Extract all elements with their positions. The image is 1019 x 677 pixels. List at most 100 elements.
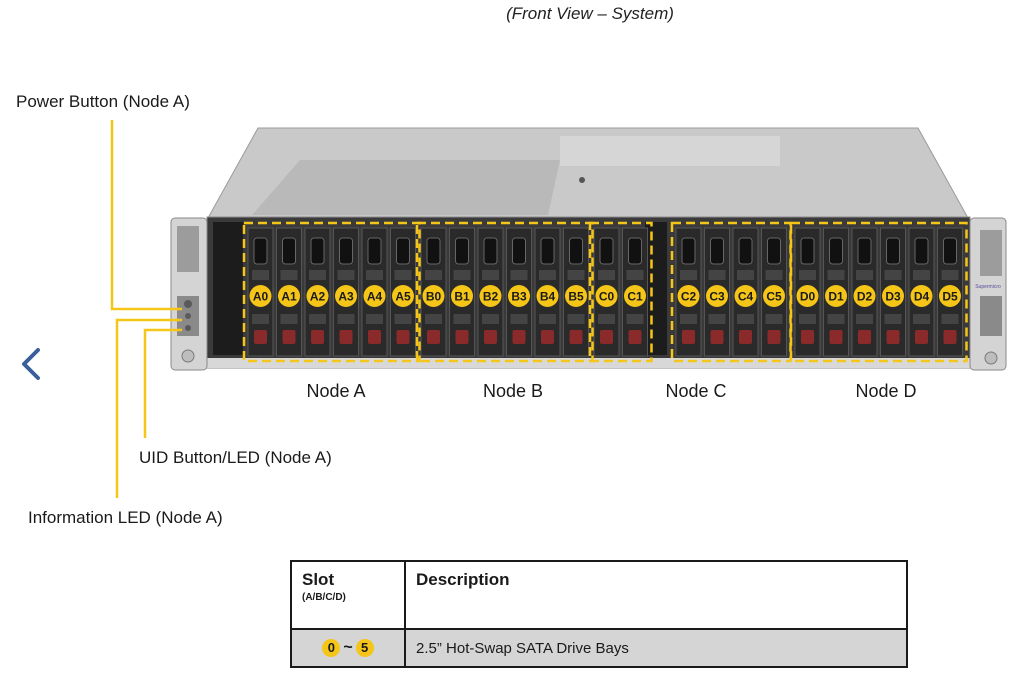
- slot-badge-label: C2: [681, 290, 697, 304]
- drive-bay-a1[interactable]: A1: [276, 227, 302, 357]
- drive-bay-a2[interactable]: A2: [304, 227, 331, 357]
- drive-release-button[interactable]: [801, 330, 814, 344]
- drive-release-button[interactable]: [484, 330, 497, 344]
- drive-release-button[interactable]: [682, 330, 695, 344]
- slot-badge: [882, 285, 904, 307]
- slot-header-sub: (A/B/C/D): [302, 592, 346, 603]
- slot-badge-label: C5: [766, 290, 782, 304]
- drive-release-button[interactable]: [569, 330, 583, 344]
- drive-bay-c1[interactable]: C1: [622, 227, 648, 357]
- slot-badge: [363, 285, 386, 307]
- drive-bay-b1[interactable]: B1: [449, 227, 475, 357]
- drive-release-button[interactable]: [427, 330, 440, 344]
- drive-release-button[interactable]: [396, 330, 410, 344]
- slot-badge: [249, 285, 272, 307]
- description-header: Description: [404, 560, 908, 630]
- slot-badge: [734, 285, 757, 307]
- drive-bay-a5[interactable]: A5: [390, 227, 416, 357]
- drive-release-button[interactable]: [943, 330, 957, 344]
- drive-release-button[interactable]: [858, 330, 871, 344]
- slot-badge-label: C0: [599, 290, 615, 304]
- slot-badge-label: C1: [627, 290, 643, 304]
- drive-release-button[interactable]: [455, 330, 469, 344]
- power-leader: [110, 120, 182, 311]
- drive-bay-b2[interactable]: B2: [477, 227, 504, 357]
- drive-bay-b3[interactable]: B3: [506, 227, 532, 357]
- slot-badge: [939, 285, 961, 307]
- node-outline: [789, 221, 968, 363]
- slot-badge: [910, 285, 933, 307]
- drive-bay-a3[interactable]: A3: [333, 227, 359, 357]
- slot-badge-label: D1: [828, 290, 844, 304]
- back-button[interactable]: [8, 338, 48, 388]
- slot-badge: [508, 285, 530, 307]
- node-outline: [670, 221, 792, 363]
- drive-release-button[interactable]: [339, 330, 353, 344]
- drive-bay-c2[interactable]: C2: [675, 227, 702, 357]
- slot-range-separator: ~: [343, 639, 353, 656]
- drive-bay-c4[interactable]: C4: [732, 227, 759, 357]
- slot-badge: [451, 285, 473, 307]
- slot-badge: [595, 285, 618, 307]
- drive-release-button[interactable]: [739, 330, 752, 344]
- drive-release-button[interactable]: [282, 330, 296, 344]
- drive-release-button[interactable]: [600, 330, 613, 344]
- chevron-left-icon: [22, 348, 40, 380]
- drive-bay-d3[interactable]: D3: [880, 227, 906, 357]
- slot-range-end: 5: [355, 639, 374, 657]
- drive-release-button[interactable]: [311, 330, 324, 344]
- uid-button[interactable]: [185, 325, 191, 331]
- uid-leader: [143, 328, 182, 438]
- slot-badge-label: A2: [310, 290, 326, 304]
- drive-bay-d2[interactable]: D2: [851, 227, 878, 357]
- drive-bay-d4[interactable]: D4: [908, 227, 935, 357]
- node-b-label: Node B: [482, 381, 544, 401]
- slot-description-cell: 2.5” Hot-Swap SATA Drive Bays: [404, 628, 908, 668]
- drive-bay-b4[interactable]: B4: [534, 227, 561, 357]
- slot-badge-label: B4: [540, 290, 556, 304]
- drive-bay-c5[interactable]: C5: [761, 227, 787, 357]
- node-outline: [242, 221, 421, 363]
- info-led: [185, 313, 191, 319]
- slot-badge-label: D3: [885, 290, 901, 304]
- drive-bay-d0[interactable]: D0: [794, 227, 821, 357]
- legend-header-row: Slot (A/B/C/D) Description: [290, 560, 908, 630]
- slot-badge-label: A5: [395, 290, 411, 304]
- node-a-label: Node A: [306, 381, 366, 401]
- slot-header: Slot (A/B/C/D): [290, 560, 406, 630]
- drive-bay-d1[interactable]: D1: [823, 227, 849, 357]
- drive-release-button[interactable]: [628, 330, 642, 344]
- drive-bay-c3[interactable]: C3: [704, 227, 730, 357]
- legend-row: 0~5 2.5” Hot-Swap SATA Drive Bays: [290, 628, 908, 668]
- drive-release-button[interactable]: [710, 330, 724, 344]
- slot-badge: [335, 285, 357, 307]
- drive-bay-b0[interactable]: B0: [420, 227, 447, 357]
- node-outline: [415, 221, 594, 363]
- drive-release-button[interactable]: [829, 330, 843, 344]
- node-d-label: Node D: [855, 381, 917, 401]
- drive-bay-b5[interactable]: B5: [563, 227, 589, 357]
- uid-button-label: UID Button/LED (Node A): [139, 448, 332, 467]
- drive-release-button[interactable]: [368, 330, 381, 344]
- drive-bay-d5[interactable]: D5: [937, 227, 963, 357]
- slot-badge-label: B3: [511, 290, 527, 304]
- slot-badge: [306, 285, 329, 307]
- drive-bay-a0[interactable]: A0: [247, 227, 274, 357]
- drive-release-button[interactable]: [541, 330, 554, 344]
- slot-badge: [624, 285, 646, 307]
- drive-release-button[interactable]: [254, 330, 267, 344]
- slot-badge: [422, 285, 445, 307]
- drive-release-button[interactable]: [886, 330, 900, 344]
- slot-badge: [825, 285, 847, 307]
- slot-badge: [278, 285, 300, 307]
- drive-release-button[interactable]: [767, 330, 781, 344]
- slot-badge: [536, 285, 559, 307]
- drive-release-button[interactable]: [512, 330, 526, 344]
- power-button[interactable]: [184, 300, 192, 308]
- drive-bay-c0[interactable]: C0: [593, 227, 620, 357]
- slot-badge-label: A0: [253, 290, 269, 304]
- slot-legend-table: Slot (A/B/C/D) Description 0~5 2.5” Hot-…: [290, 560, 908, 668]
- drive-bay-a4[interactable]: A4: [361, 227, 388, 357]
- drive-release-button[interactable]: [915, 330, 928, 344]
